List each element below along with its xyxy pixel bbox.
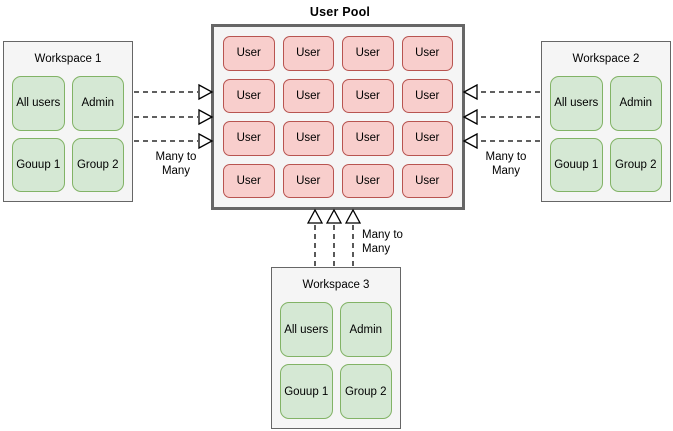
group-chip-admin[interactable]: Admin [609,76,662,131]
group-chip-all-users[interactable]: All users [550,76,603,131]
user-chip[interactable]: User [282,121,334,156]
connector-ws3-to-pool [306,208,362,266]
group-chip-all-users[interactable]: All users [12,76,65,131]
user-chip[interactable]: User [223,78,275,113]
group-chip-group-1[interactable]: Gouup 1 [280,364,333,419]
user-chip[interactable]: User [223,163,275,198]
group-chip-admin[interactable]: Admin [339,302,392,357]
page-title: User Pool [309,5,371,19]
user-chip[interactable]: User [282,163,334,198]
group-chip-all-users[interactable]: All users [280,302,333,357]
user-chip[interactable]: User [401,163,453,198]
user-chip[interactable]: User [342,36,394,71]
user-chip[interactable]: User [401,36,453,71]
connector-ws2-to-pool [462,83,540,150]
workspace-1-title: Workspace 1 [34,53,102,65]
group-chip-group-2[interactable]: Group 2 [609,137,662,192]
workspace-2-title: Workspace 2 [572,53,640,65]
user-pool-container[interactable]: User User User User User User User User … [211,24,465,210]
user-chip[interactable]: User [282,36,334,71]
group-chip-admin[interactable]: Admin [71,76,124,131]
user-grid: User User User User User User User User … [214,27,462,207]
user-chip[interactable]: User [342,163,394,198]
group-chip-group-2[interactable]: Group 2 [71,137,124,192]
group-chip-group-2[interactable]: Group 2 [339,364,392,419]
group-chip-group-1[interactable]: Gouup 1 [12,137,65,192]
user-chip[interactable]: User [282,78,334,113]
relationship-label-right: Many to Many [485,151,527,177]
workspace-3-group-grid: All users Admin Gouup 1 Group 2 [280,302,392,419]
workspace-1-container[interactable]: Workspace 1 All users Admin Gouup 1 Grou… [3,41,133,202]
workspace-3-title: Workspace 3 [302,279,370,291]
group-chip-group-1[interactable]: Gouup 1 [550,137,603,192]
user-chip[interactable]: User [342,121,394,156]
connector-ws1-to-pool [134,83,214,150]
workspace-1-group-grid: All users Admin Gouup 1 Group 2 [12,76,124,192]
relationship-label-bottom: Many to Many [362,229,403,255]
relationship-label-left: Many to Many [155,151,197,177]
user-chip[interactable]: User [401,121,453,156]
workspace-2-group-grid: All users Admin Gouup 1 Group 2 [550,76,662,192]
user-chip[interactable]: User [223,36,275,71]
user-chip[interactable]: User [342,78,394,113]
user-chip[interactable]: User [401,78,453,113]
user-chip[interactable]: User [223,121,275,156]
workspace-3-container[interactable]: Workspace 3 All users Admin Gouup 1 Grou… [271,267,401,429]
workspace-2-container[interactable]: Workspace 2 All users Admin Gouup 1 Grou… [541,41,671,202]
